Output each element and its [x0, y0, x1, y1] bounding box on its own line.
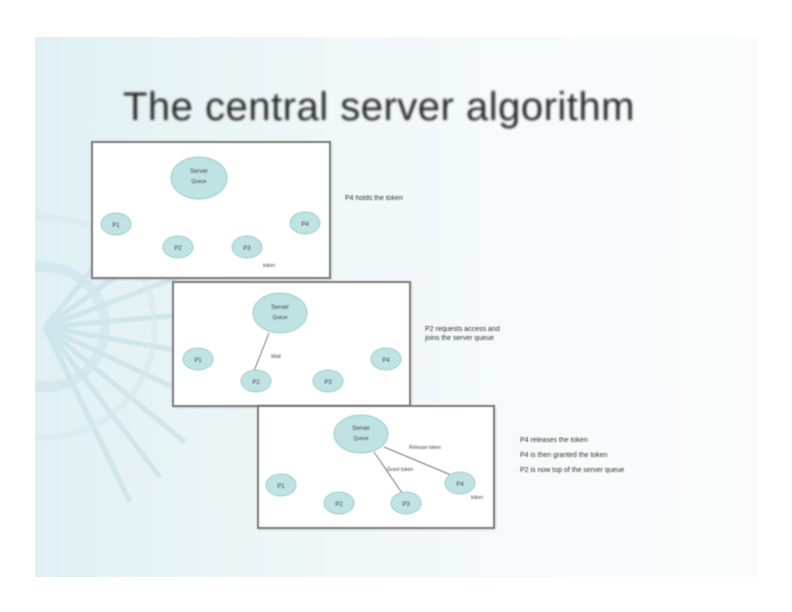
process-label: P1: [112, 223, 120, 229]
caption-line: P4 releases the token: [520, 437, 588, 444]
process-label: P4: [456, 482, 464, 488]
caption-line: P4 holds the token: [345, 195, 403, 202]
process-node: [240, 369, 272, 393]
process-node: [182, 347, 214, 371]
process-label: P2: [174, 246, 182, 252]
server-node: [333, 414, 389, 454]
process-label: P1: [277, 484, 285, 490]
caption-line: P2 requests access and: [425, 326, 500, 333]
caption-1: P4 holds the token: [345, 194, 525, 209]
diagram-2: Server Queue P1 P2 P3 P4 Wait: [182, 292, 402, 393]
process-node: [289, 211, 321, 235]
server-label: Server: [190, 169, 208, 175]
process-label: P4: [382, 358, 390, 364]
request-arrow: [253, 332, 270, 372]
process-node: [312, 369, 344, 393]
grant-arrow: [373, 451, 403, 494]
diagram-3: Server Queue P1 P2 P3 P4 Grant token Rel…: [265, 414, 483, 515]
token-label: token: [471, 495, 483, 501]
process-label: P1: [194, 358, 202, 364]
message-label: Wait: [271, 354, 281, 360]
slide: The central server algorithm Server Queu…: [35, 37, 757, 577]
queue-label: Queue: [353, 436, 368, 442]
server-label: Server: [271, 305, 289, 311]
process-node: [162, 235, 194, 259]
message-label: Release token: [409, 445, 441, 451]
slide-title: The central server algorithm: [123, 85, 635, 129]
diagram-panel-3: Server Queue P1 P2 P3 P4 Grant token Rel…: [257, 405, 495, 529]
token-label: token: [263, 263, 275, 269]
message-label: Grant token: [387, 467, 413, 473]
caption-3: P4 releases the token P4 is then granted…: [520, 436, 690, 481]
process-node: [370, 347, 402, 371]
process-label: P3: [243, 246, 251, 252]
caption-line: P2 is now top of the server queue: [520, 467, 625, 474]
diagram-1: Server Queue P1 P2 P3 P4 token: [100, 156, 321, 269]
server-node: [170, 156, 228, 200]
process-node: [444, 471, 476, 495]
process-label: P2: [252, 380, 260, 386]
caption-2: P2 requests access and joins the server …: [425, 325, 605, 349]
queue-label: Queue: [191, 179, 206, 185]
queue-label: Queue: [272, 315, 287, 321]
process-label: P4: [301, 222, 309, 228]
release-arrow: [383, 446, 452, 476]
caption-line: P4 is then granted the token: [520, 452, 608, 459]
process-label: P2: [335, 502, 343, 508]
caption-line: joins the server queue: [425, 335, 494, 342]
process-node: [323, 491, 355, 515]
process-node: [231, 235, 263, 259]
process-label: P3: [324, 380, 332, 386]
process-node: [390, 491, 422, 515]
process-node: [265, 473, 297, 497]
diagram-panel-2: Server Queue P1 P2 P3 P4 Wait: [172, 281, 411, 407]
process-node: [100, 212, 132, 236]
diagram-panel-1: Server Queue P1 P2 P3 P4 token: [91, 141, 331, 279]
server-label: Server: [352, 426, 370, 432]
server-node: [252, 292, 308, 334]
process-label: P3: [402, 502, 410, 508]
